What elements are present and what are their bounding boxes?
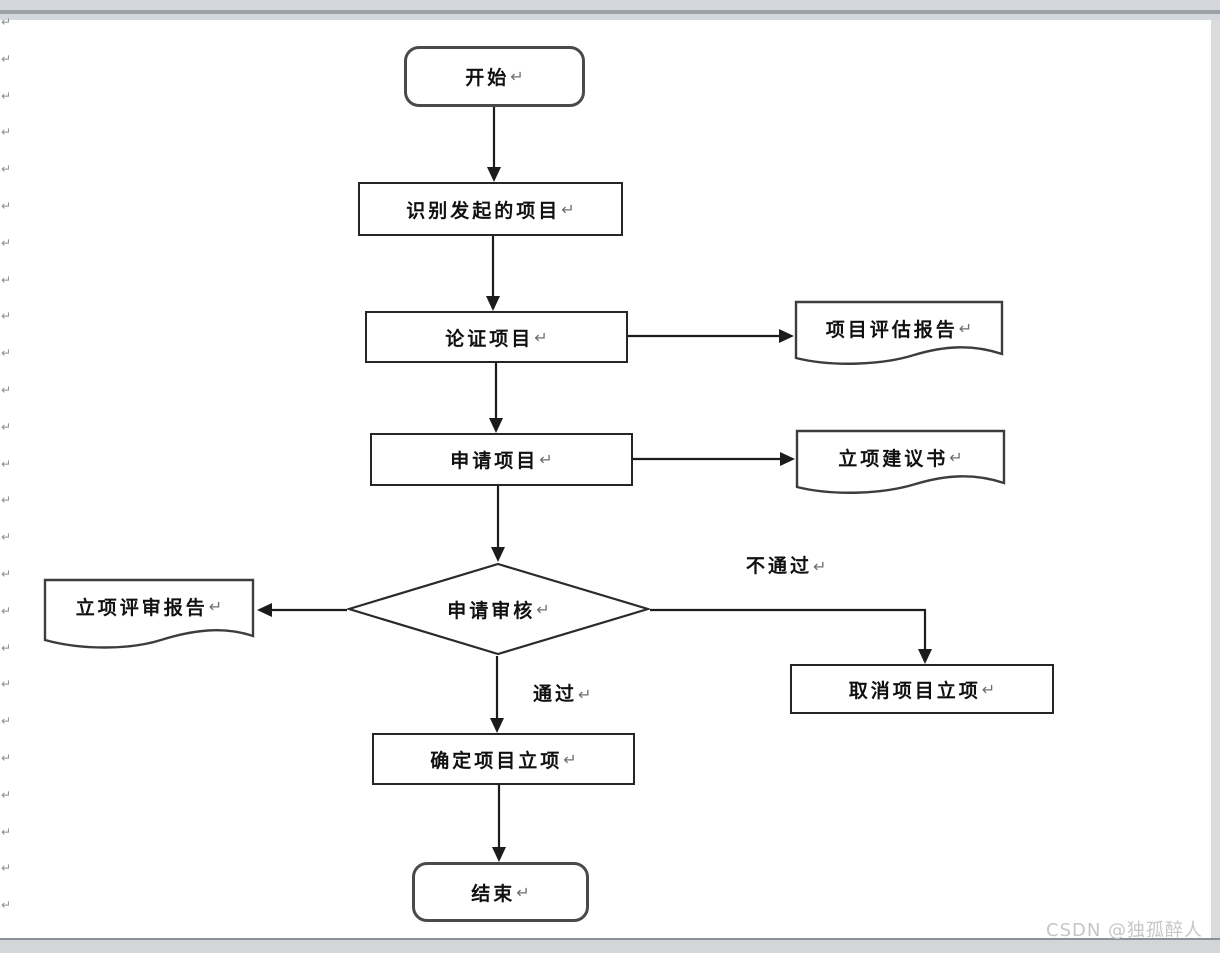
document-shape [795, 429, 1006, 494]
margin-paragraph-mark: ↵ [1, 751, 12, 765]
paragraph-mark: ↵ [958, 318, 973, 338]
margin-paragraph-mark: ↵ [1, 677, 12, 692]
margin-paragraph-mark: ↵ [1, 199, 12, 213]
arrow-start-to-identify [487, 107, 501, 182]
node-label: 立项评审报告 [75, 596, 208, 619]
arrow-review-to-cancel [650, 608, 932, 664]
document-shape [794, 300, 1004, 365]
edge-label-fail: 不通过↵ [746, 551, 826, 578]
margin-paragraph-mark: ↵ [1, 51, 12, 66]
paragraph-mark: ↵ [578, 685, 592, 704]
node-label: 申请项目 [450, 450, 539, 472]
margin-paragraph-mark: ↵ [1, 125, 12, 140]
node-label: 取消项目立项 [848, 679, 981, 702]
decision-shape [347, 562, 650, 656]
margin-paragraph-mark: ↵ [1, 235, 12, 250]
flowchart-node-review[interactable]: 申请审核↵ [347, 562, 650, 656]
flowchart-node-eval-report[interactable]: 项目评估报告↵ [794, 300, 1004, 370]
page-right-edge [1211, 20, 1220, 938]
paragraph-mark: ↵ [539, 450, 553, 469]
margin-paragraph-mark: ↵ [1, 714, 12, 729]
node-label: 开始 [465, 67, 510, 89]
node-label: 确定项目立项 [430, 749, 563, 772]
node-label: 项目评估报告 [825, 318, 958, 341]
flowchart-node-proposal[interactable]: 立项建议书↵ [795, 429, 1006, 499]
margin-paragraph-mark: ↵ [1, 309, 12, 324]
window-top-edge [0, 0, 1220, 20]
csdn-watermark: CSDN @独孤醉人 [1046, 920, 1204, 941]
node-label: 识别发起的项目 [406, 199, 561, 222]
node-label: 申请审核 [447, 599, 536, 622]
margin-paragraph-mark: ↵ [1, 603, 12, 618]
edge-label-text: 通过 [533, 683, 578, 705]
margin-paragraph-mark: ↵ [1, 493, 12, 508]
flowchart-node-apply[interactable]: 申请项目↵ [370, 433, 633, 486]
margin-paragraph-mark: ↵ [1, 88, 12, 103]
edge-label-pass: 通过↵ [533, 679, 591, 706]
paragraph-mark: ↵ [534, 327, 548, 347]
document-shape [43, 578, 255, 649]
margin-paragraph-mark: ↵ [1, 824, 12, 839]
arrow-demonstrate-to-apply [489, 363, 503, 433]
margin-paragraph-mark: ↵ [1, 419, 12, 434]
node-label: 论证项目 [445, 327, 534, 350]
paragraph-mark: ↵ [949, 447, 963, 467]
paragraph-mark: ↵ [208, 596, 223, 616]
margin-paragraph-mark: ↵ [1, 346, 12, 361]
paragraph-mark: ↵ [813, 557, 827, 576]
arrow-review-to-confirm [490, 656, 504, 733]
arrow-identify-to-demonstrate [486, 236, 500, 311]
margin-paragraph-mark: ↵ [1, 861, 12, 876]
margin-paragraph-mark: ↵ [1, 456, 12, 471]
margin-paragraph-mark: ↵ [1, 162, 12, 177]
flowchart-node-end[interactable]: 结束↵ [412, 862, 589, 922]
paragraph-mark: ↵ [563, 749, 577, 769]
margin-paragraph-mark: ↵ [1, 787, 12, 802]
flowchart-node-cancel[interactable]: 取消项目立项↵ [790, 664, 1054, 714]
flowchart-node-review-report[interactable]: 立项评审报告↵ [43, 578, 255, 652]
flowchart-node-identify[interactable]: 识别发起的项目↵ [358, 182, 623, 236]
margin-paragraph-mark: ↵ [1, 898, 12, 913]
margin-paragraph-mark: ↵ [1, 567, 12, 581]
arrow-review-to-review-report [257, 603, 347, 617]
flowchart-node-demonstrate[interactable]: 论证项目↵ [365, 311, 628, 363]
arrow-demonstrate-to-eval-report [628, 329, 794, 343]
margin-paragraph-mark: ↵ [1, 272, 12, 287]
node-label: 结束 [471, 882, 516, 905]
margin-paragraph-mark: ↵ [1, 530, 12, 545]
paragraph-mark: ↵ [561, 199, 575, 219]
edge-label-text: 不通过 [746, 555, 813, 577]
paragraph-mark: ↵ [981, 679, 996, 699]
arrow-confirm-to-end [492, 785, 506, 862]
paragraph-mark: ↵ [536, 599, 550, 619]
arrow-apply-to-review [491, 486, 505, 562]
margin-paragraph-mark: ↵ [1, 640, 12, 655]
paragraph-mark: ↵ [516, 882, 530, 902]
margin-paragraph-mark: ↵ [1, 15, 12, 29]
window-bottom-edge [0, 938, 1220, 953]
arrow-apply-to-proposal [633, 452, 795, 466]
flowchart-node-start[interactable]: 开始↵ [404, 46, 585, 107]
flowchart-node-confirm[interactable]: 确定项目立项↵ [372, 733, 635, 785]
paragraph-mark: ↵ [510, 67, 524, 86]
node-label: 立项建议书 [838, 447, 949, 470]
margin-paragraph-mark: ↵ [1, 383, 12, 397]
